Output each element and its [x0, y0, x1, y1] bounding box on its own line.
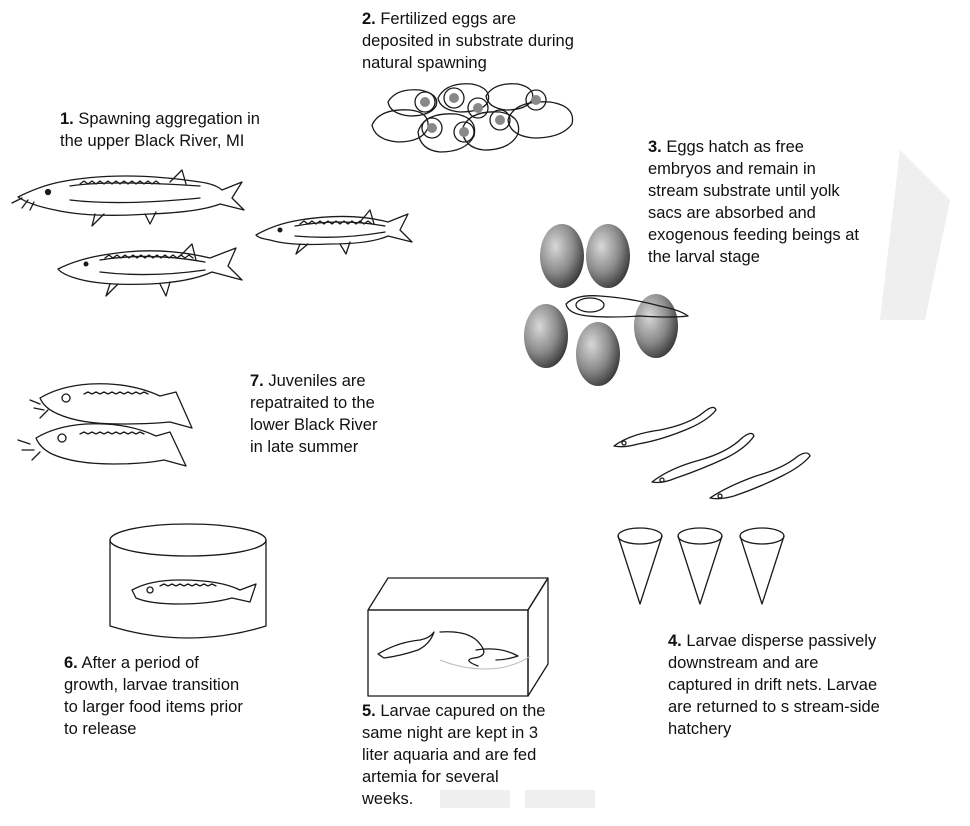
drift-nets [618, 528, 784, 604]
step-4-number: 4. [668, 632, 682, 650]
step-1-text: Spawning aggregation in the upper Black … [60, 110, 260, 150]
substrate-with-eggs [372, 84, 573, 152]
step-7-text: Juveniles are repatraited to the lower B… [250, 372, 377, 456]
aquarium [368, 578, 548, 696]
larvae-drifting [614, 407, 810, 498]
step-5-number: 5. [362, 702, 376, 720]
step-4-text: Larvae disperse passively downstream and… [668, 632, 880, 738]
step-3-caption: 3. Eggs hatch as free embryos and remain… [648, 136, 918, 268]
step-4-caption: 4. Larvae disperse passively downstream … [668, 630, 928, 740]
step-6-text: After a period of growth, larvae transit… [64, 654, 243, 738]
step-1-number: 1. [60, 110, 74, 128]
step-7-caption: 7. Juveniles are repatraited to the lowe… [250, 370, 410, 458]
adult-sturgeon-2 [256, 210, 412, 254]
step-5-text: Larvae capured on the same night are kep… [362, 702, 545, 808]
adult-sturgeon-1 [12, 170, 244, 226]
step-3-text: Eggs hatch as free embryos and remain in… [648, 138, 859, 266]
adult-sturgeon-3 [58, 244, 242, 296]
step-1-caption: 1. Spawning aggregation in the upper Bla… [60, 108, 320, 152]
step-2-caption: 2. Fertilized eggs are deposited in subs… [362, 8, 632, 74]
step-5-caption: 5. Larvae capured on the same night are … [362, 700, 602, 810]
round-tank [110, 524, 266, 638]
step-3-number: 3. [648, 138, 662, 156]
step-6-number: 6. [64, 654, 78, 672]
step-2-number: 2. [362, 10, 376, 28]
step-7-number: 7. [250, 372, 264, 390]
step-6-caption: 6. After a period of growth, larvae tran… [64, 652, 304, 740]
step-2-text: Fertilized eggs are deposited in substra… [362, 10, 574, 72]
juveniles [18, 384, 192, 466]
